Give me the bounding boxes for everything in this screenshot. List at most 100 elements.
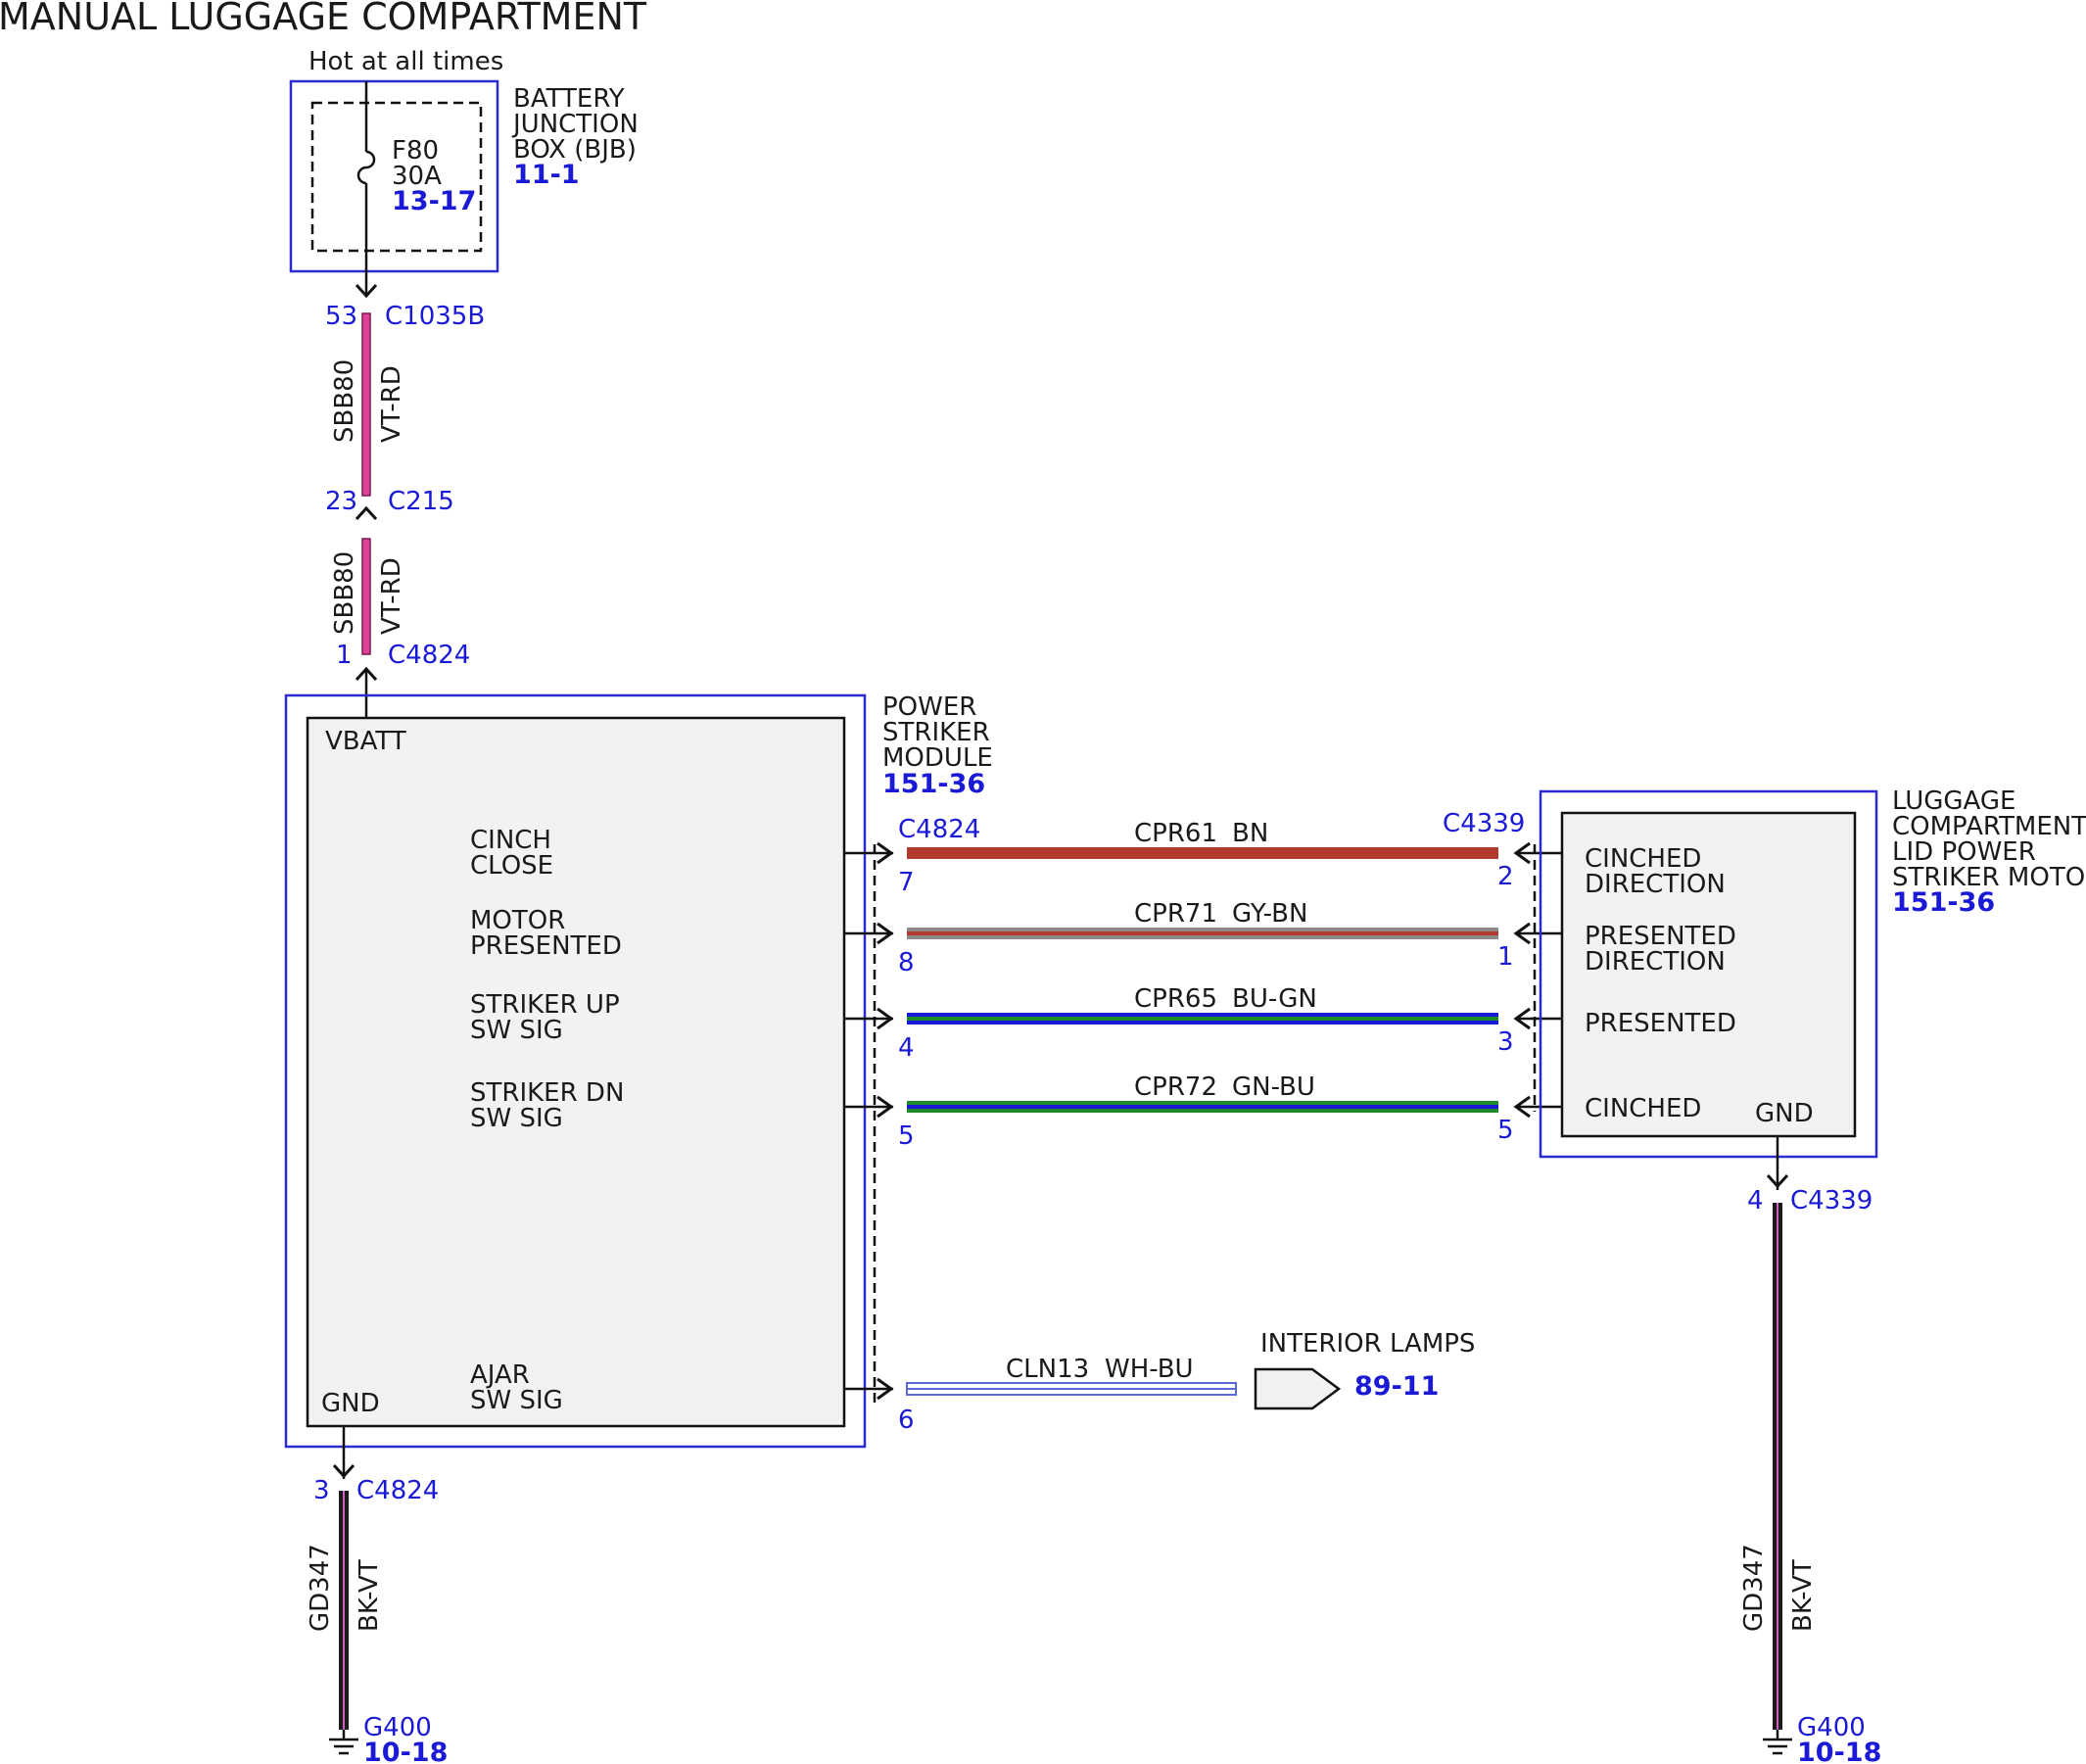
cpr61-left-pin: 7 bbox=[898, 868, 915, 897]
cpr72-circuit-label: CPR72 bbox=[1134, 1073, 1217, 1102]
psm-signal-striker-dn-1: STRIKER DN bbox=[470, 1078, 624, 1108]
cpr71-circuit-label: CPR71 bbox=[1134, 899, 1217, 929]
c1035b-connector-label: C1035B bbox=[385, 302, 485, 331]
upper-circuit-1: SBB80 bbox=[330, 359, 359, 443]
psm-vbatt-label: VBATT bbox=[325, 727, 406, 756]
cpr72-arrow-right-icon bbox=[1513, 1095, 1531, 1119]
diagram-title: MANUAL LUGGAGE COMPARTMENT bbox=[0, 0, 647, 38]
interior-lamps-ref-link[interactable]: 89-11 bbox=[1354, 1371, 1439, 1402]
cpr71-left-pin: 8 bbox=[898, 948, 915, 977]
cpr65-wire-stripe bbox=[907, 1017, 1498, 1021]
left-ground-circuit: GD347 bbox=[306, 1544, 335, 1632]
right-ground-ref-link[interactable]: 10-18 bbox=[1797, 1738, 1881, 1764]
interior-lamps-label: INTERIOR LAMPS bbox=[1260, 1329, 1475, 1359]
cpr61-arrow-left-icon bbox=[877, 841, 894, 865]
motor-signal-presented-direction-1: PRESENTED bbox=[1585, 922, 1736, 951]
upper-wire-sbb80-segment-1 bbox=[355, 283, 378, 521]
left-ground-pin: 3 bbox=[313, 1476, 330, 1505]
cpr72-arrow-left-icon bbox=[877, 1095, 894, 1119]
cpr71-color-label: GY-BN bbox=[1232, 899, 1307, 929]
cpr61-arrow-right-icon bbox=[1513, 841, 1531, 865]
psm-signal-ajar-1: AJAR bbox=[470, 1360, 530, 1390]
psm-name-line-1: POWER bbox=[882, 692, 976, 722]
battery-junction-box: F80 30A 13-17 BATTERY JUNCTION BOX (BJB)… bbox=[289, 79, 639, 294]
c215-pin: 23 bbox=[325, 487, 357, 516]
ajar-wire bbox=[844, 1367, 1342, 1410]
c215-connector-label: C215 bbox=[388, 487, 454, 516]
bjb-name-line-3: BOX (BJB) bbox=[513, 135, 637, 165]
psm-gnd-label: GND bbox=[321, 1389, 380, 1418]
c4824-vbatt-pin: 1 bbox=[336, 641, 353, 670]
ajar-wire-circuit: CLN13 bbox=[1006, 1355, 1089, 1384]
fuse-icon bbox=[356, 150, 376, 185]
bjb-ref-link[interactable]: 11-1 bbox=[513, 160, 580, 190]
cpr71-arrow-left-icon bbox=[877, 922, 894, 945]
motor-signal-presented: PRESENTED bbox=[1585, 1009, 1736, 1038]
cpr65-left-pin: 4 bbox=[898, 1033, 915, 1063]
cpr65-color-label: BU-GN bbox=[1232, 984, 1317, 1014]
ajar-wire-pin: 6 bbox=[898, 1406, 915, 1435]
psm-signal-striker-up-2: SW SIG bbox=[470, 1016, 563, 1045]
c4824-connector-label: C4824 bbox=[898, 815, 980, 844]
cpr61-right-pin: 2 bbox=[1497, 862, 1514, 891]
cpr72-left-pin: 5 bbox=[898, 1121, 915, 1151]
left-ground-wire bbox=[332, 1426, 356, 1740]
interior-lamps-connector-icon bbox=[1254, 1367, 1342, 1410]
c1035b-pin: 53 bbox=[325, 302, 357, 331]
c4339-connector-label: C4339 bbox=[1443, 809, 1525, 838]
fuse-rating: 30A bbox=[392, 162, 442, 191]
cpr65-circuit-label: CPR65 bbox=[1134, 984, 1217, 1014]
upper-color-1: VT-RD bbox=[377, 365, 406, 443]
right-ground-wire bbox=[1766, 1136, 1789, 1740]
psm-signal-motor-presented-2: PRESENTED bbox=[470, 931, 622, 961]
psm-signal-cinch-close-2: CLOSE bbox=[470, 851, 553, 881]
psm-signal-motor-presented-1: MOTOR bbox=[470, 906, 565, 935]
power-striker-module bbox=[284, 693, 867, 1449]
right-ground-connector-label: C4339 bbox=[1790, 1186, 1873, 1216]
psm-signal-cinch-close-1: CINCH bbox=[470, 826, 551, 855]
c4824-vbatt-connector-label: C4824 bbox=[388, 641, 470, 670]
fuse-id: F80 bbox=[392, 136, 439, 166]
fuse-ref-link[interactable]: 13-17 bbox=[392, 186, 476, 216]
psm-ref-link[interactable]: 151-36 bbox=[882, 769, 985, 799]
bjb-name-line-1: BATTERY bbox=[513, 84, 625, 114]
motor-signal-cinched: CINCHED bbox=[1585, 1094, 1701, 1123]
right-ground-pin: 4 bbox=[1747, 1186, 1764, 1216]
motor-name-line-2: COMPARTMENT bbox=[1892, 812, 2086, 841]
motor-gnd-label: GND bbox=[1755, 1099, 1814, 1128]
right-ground-color: BK-VT bbox=[1788, 1559, 1818, 1632]
motor-signal-presented-direction-2: DIRECTION bbox=[1585, 947, 1726, 977]
left-ground-icon bbox=[329, 1738, 358, 1755]
right-ground-circuit: GD347 bbox=[1739, 1544, 1769, 1632]
motor-name-line-4: STRIKER MOTOR bbox=[1892, 863, 2086, 892]
cpr71-right-pin: 1 bbox=[1497, 942, 1514, 972]
hot-at-all-times-label: Hot at all times bbox=[308, 47, 503, 76]
motor-ref-link[interactable]: 151-36 bbox=[1892, 887, 1995, 918]
cpr71-wire-stripe bbox=[907, 931, 1498, 935]
cpr65-arrow-right-icon bbox=[1513, 1007, 1531, 1030]
cpr61-circuit-label: CPR61 bbox=[1134, 819, 1217, 848]
cpr72-color-label: GN-BU bbox=[1232, 1073, 1315, 1102]
cpr61-color-label: BN bbox=[1232, 819, 1268, 848]
left-ground-label: G400 bbox=[363, 1713, 432, 1742]
motor-signal-cinched-direction-2: DIRECTION bbox=[1585, 870, 1726, 899]
motor-signal-cinched-direction-1: CINCHED bbox=[1585, 844, 1701, 874]
ajar-wire-color: WH-BU bbox=[1105, 1355, 1194, 1384]
psm-name-line-2: STRIKER bbox=[882, 718, 990, 747]
left-ground-ref-link[interactable]: 10-18 bbox=[363, 1738, 448, 1764]
left-ground-color: BK-VT bbox=[355, 1559, 384, 1632]
upper-color-2: VT-RD bbox=[377, 557, 406, 635]
bjb-name-line-2: JUNCTION bbox=[511, 110, 639, 139]
right-ground-label: G400 bbox=[1797, 1713, 1866, 1742]
right-ground-icon bbox=[1763, 1738, 1792, 1755]
cpr65-right-pin: 3 bbox=[1497, 1027, 1514, 1057]
striker-motor bbox=[1539, 789, 1878, 1159]
cpr72-right-pin: 5 bbox=[1497, 1116, 1514, 1145]
upper-circuit-2: SBB80 bbox=[330, 551, 359, 635]
left-ground-connector-label: C4824 bbox=[356, 1476, 439, 1505]
psm-signal-striker-dn-2: SW SIG bbox=[470, 1104, 563, 1133]
psm-name-line-3: MODULE bbox=[882, 743, 993, 773]
upper-wire-sbb80-segment-2 bbox=[355, 538, 378, 718]
